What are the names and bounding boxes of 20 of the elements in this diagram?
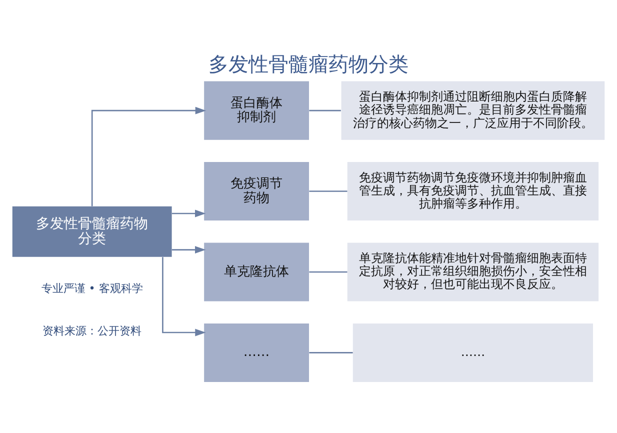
node-box: …… bbox=[204, 323, 309, 382]
label: 专业严谨 • 客观科学 bbox=[41, 282, 143, 295]
arrow bbox=[172, 210, 206, 218]
connector bbox=[309, 271, 348, 273]
arrow bbox=[162, 257, 206, 336]
node-box: 单克隆抗体 bbox=[204, 242, 309, 302]
node-box: 多发性骨髓瘤药物分类 bbox=[12, 206, 172, 257]
arrow bbox=[172, 246, 206, 254]
node-box: 单克隆抗体能精准地针对骨髓瘤细胞表面特定抗原，对正常组织细胞损伤小，安全性相对较好，但也可能出现不良反应。 bbox=[347, 242, 599, 302]
label: 资料来源：公开资料 bbox=[42, 324, 142, 338]
diagram-title: 多发性骨髓瘤药物分类 bbox=[208, 52, 408, 76]
node-box: 免疫调节药物 bbox=[204, 162, 309, 221]
node-box: 免疫调节药物调节免疫微环境并抑制肿瘤血管生成，具有免疫调节、抗血管生成、直接抗肿瘤等多种作用。 bbox=[347, 162, 599, 221]
connector bbox=[309, 190, 348, 192]
node-box: 蛋白酶体抑制剂 bbox=[204, 81, 309, 140]
arrow bbox=[91, 106, 206, 206]
node-box: …… bbox=[352, 323, 594, 382]
connector bbox=[309, 110, 341, 112]
connector bbox=[309, 352, 353, 354]
node-box: 蛋白酶体抑制剂通过阻断细胞内蛋白质降解途径诱导癌细胞凋亡。是目前多发性骨髓瘤治疗的核心药物之一，广泛应用于不同阶段。 bbox=[341, 81, 605, 140]
